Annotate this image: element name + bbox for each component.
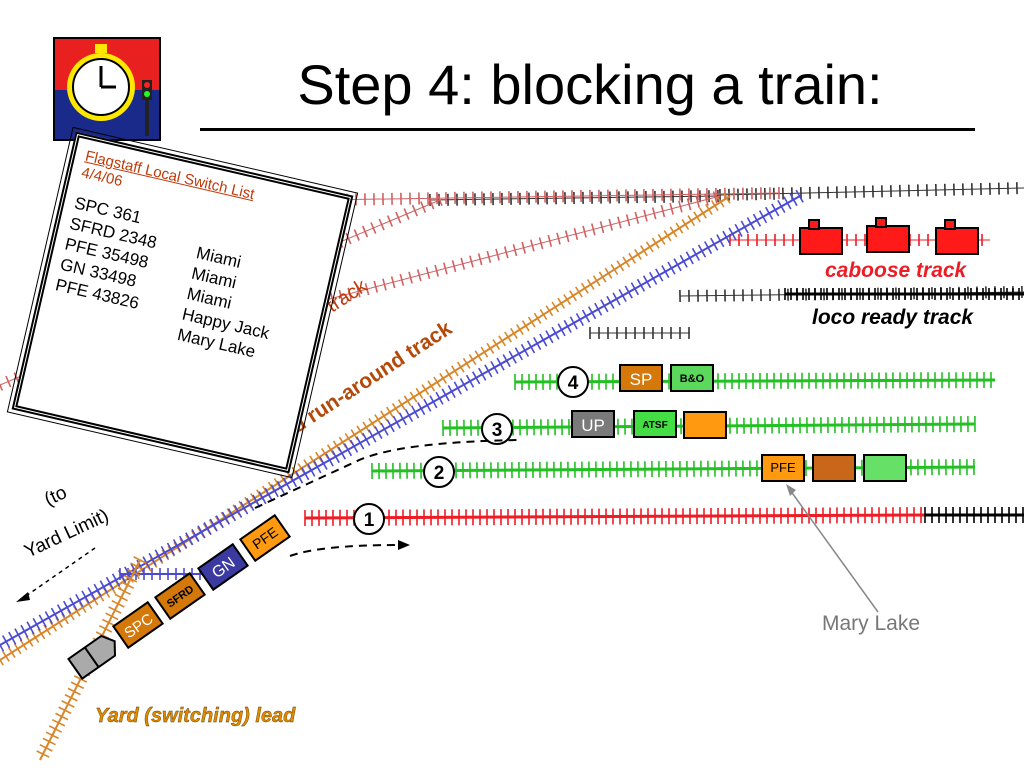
car-label: SP — [630, 370, 653, 389]
caboose-track-label: caboose track — [825, 259, 968, 282]
car-sp — [619, 364, 663, 392]
upper-track-b — [719, 182, 1024, 202]
car-bo — [670, 364, 714, 392]
yard-tracks — [0, 182, 1024, 761]
to-yard-limit-line1: (to — [41, 482, 70, 510]
caboose-car — [799, 227, 843, 255]
outbound-train: SPC SFRD GN PFE — [67, 513, 292, 680]
car-label: ATSF — [642, 420, 667, 431]
caboose-track-cars — [799, 217, 979, 255]
car-green — [863, 454, 907, 482]
track2-cars: PFE — [761, 454, 907, 482]
car-label: UP — [581, 416, 605, 435]
car-pfe — [761, 454, 805, 482]
mary-lake-label: Mary Lake — [822, 612, 920, 635]
yard-lead-label: Yard (switching) lead — [95, 705, 296, 727]
yard-track-1-ext — [924, 507, 1024, 523]
upper-track-stub — [589, 327, 690, 339]
caboose-gray — [67, 634, 117, 680]
track-2-marker — [423, 456, 455, 488]
caboose-car — [866, 225, 910, 253]
slide-title: Step 4: blocking a train: — [297, 53, 883, 116]
car-gn — [196, 542, 250, 592]
title-rule — [200, 128, 975, 131]
car-brown — [812, 454, 856, 482]
yard-track-1 — [304, 507, 926, 526]
loco-ready-track-label: loco ready track — [812, 306, 974, 329]
track-4-marker — [557, 366, 589, 398]
car-atsf — [633, 410, 677, 438]
mary-lake-pointer — [789, 489, 879, 613]
car-pfe-lead — [238, 513, 292, 563]
loco-ready-track — [784, 288, 1024, 300]
car-label: PFE — [770, 460, 796, 475]
car-sfrd — [153, 571, 207, 621]
movement-arrows — [16, 439, 879, 613]
to-yard-limit-line2: Yard Limit) — [21, 505, 112, 562]
blue-lead-track — [0, 189, 804, 652]
track-1-marker — [353, 503, 385, 535]
car-orange — [683, 411, 727, 439]
car-label: B&O — [680, 373, 705, 385]
car-spc — [111, 600, 165, 650]
car-up — [571, 410, 615, 438]
track-number: 1 — [364, 510, 375, 531]
track-number: 4 — [568, 373, 579, 394]
track4-cars: SP B&O — [619, 364, 714, 392]
caboose-car — [935, 227, 979, 255]
track-3-marker — [481, 413, 513, 445]
stopwatch-logo-icon — [53, 37, 161, 141]
track3-cars: UP ATSF — [571, 410, 727, 439]
track-number: 2 — [434, 463, 445, 484]
track-number: 3 — [492, 420, 503, 441]
track-number-markers: 4 3 2 1 — [353, 366, 589, 535]
